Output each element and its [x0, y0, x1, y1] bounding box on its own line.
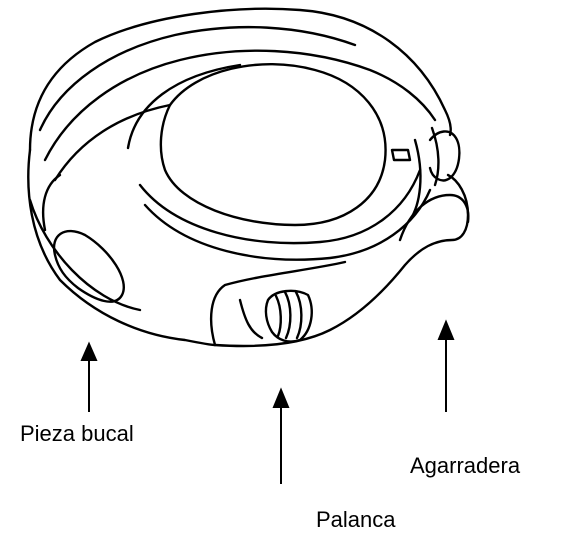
- lever-ridge-3: [276, 296, 281, 336]
- label-mouthpiece: Pieza bucal: [20, 421, 134, 446]
- label-grip: Agarradera: [410, 453, 521, 478]
- ridge-band-1: [40, 27, 355, 130]
- mouthpiece-opening: [54, 231, 124, 302]
- counter-slot: [392, 150, 410, 160]
- inhaler-illustration: [28, 9, 468, 346]
- display-window: [161, 64, 386, 225]
- lever-ridge-2: [296, 292, 301, 338]
- mouthpiece-arrow-head: [82, 344, 96, 360]
- lever-housing-inner: [240, 300, 262, 338]
- mouthpiece-rim: [43, 175, 60, 230]
- grip-arrow-head: [439, 322, 453, 339]
- label-lever: Palanca: [316, 507, 396, 532]
- lever-ridge-1: [285, 292, 290, 338]
- window-surround-outer: [128, 65, 240, 148]
- lever-arrow-head: [274, 390, 288, 407]
- ridge-band-3: [55, 105, 170, 180]
- grip-handle: [400, 195, 468, 240]
